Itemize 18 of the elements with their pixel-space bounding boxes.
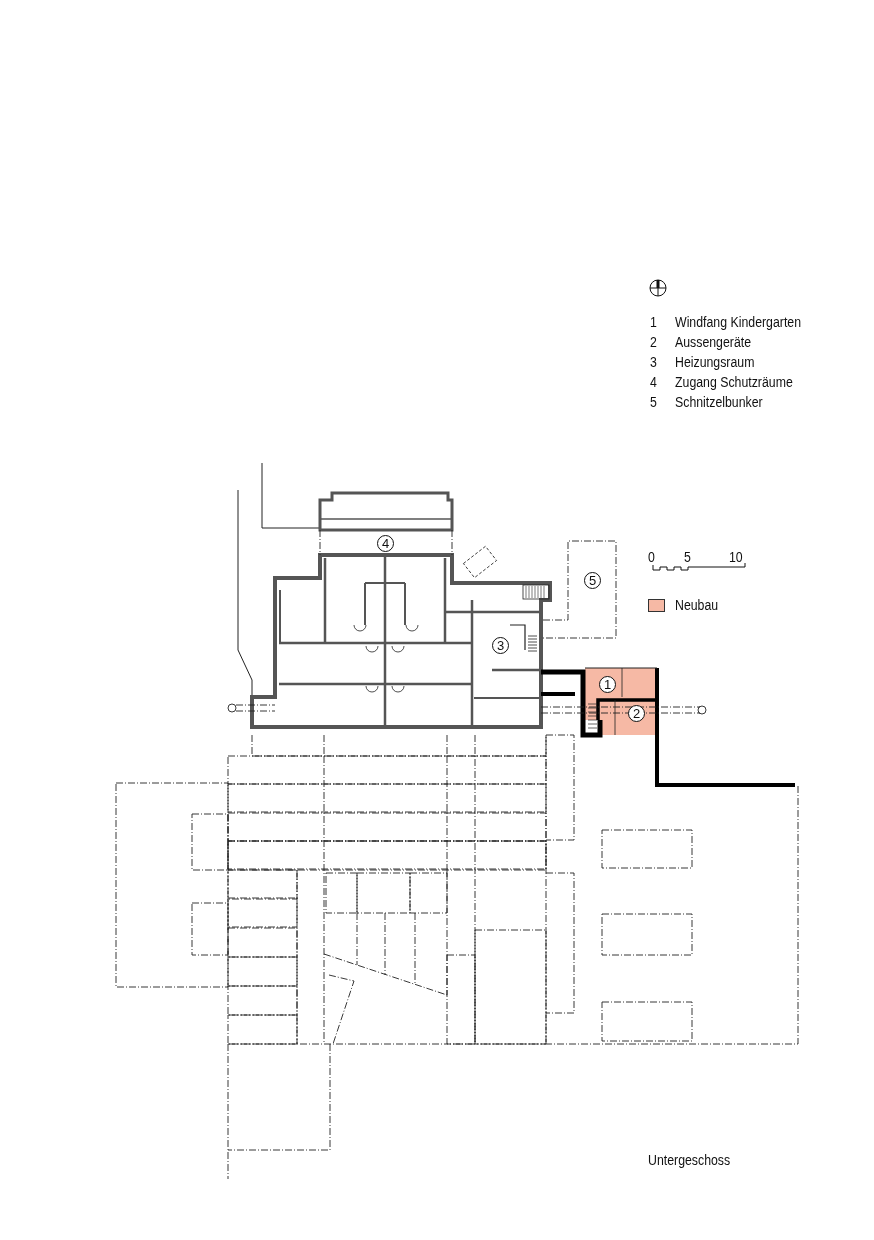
key-number: 4 — [650, 374, 657, 390]
key-number: 2 — [650, 334, 657, 350]
legend-label: Neubau — [675, 597, 719, 613]
key-number: 1 — [650, 314, 657, 330]
callout-number: 4 — [377, 535, 394, 552]
room-name: Heizungsraum — [675, 354, 755, 370]
plan-title: Untergeschoss — [648, 1152, 731, 1168]
room-name: Zugang Schutzräume — [675, 374, 793, 390]
room-name: Schnitzelbunker — [675, 394, 763, 410]
key-number: 3 — [650, 354, 657, 370]
key-number: 5 — [650, 394, 657, 410]
room-name: Aussengeräte — [675, 334, 752, 350]
scale-label: 0 — [648, 549, 655, 565]
callout-number: 5 — [584, 572, 601, 589]
scale-label: 10 — [729, 549, 743, 565]
scale-label: 5 — [684, 549, 691, 565]
callout-number: 3 — [492, 637, 509, 654]
room-name: Windfang Kindergarten — [675, 314, 801, 330]
